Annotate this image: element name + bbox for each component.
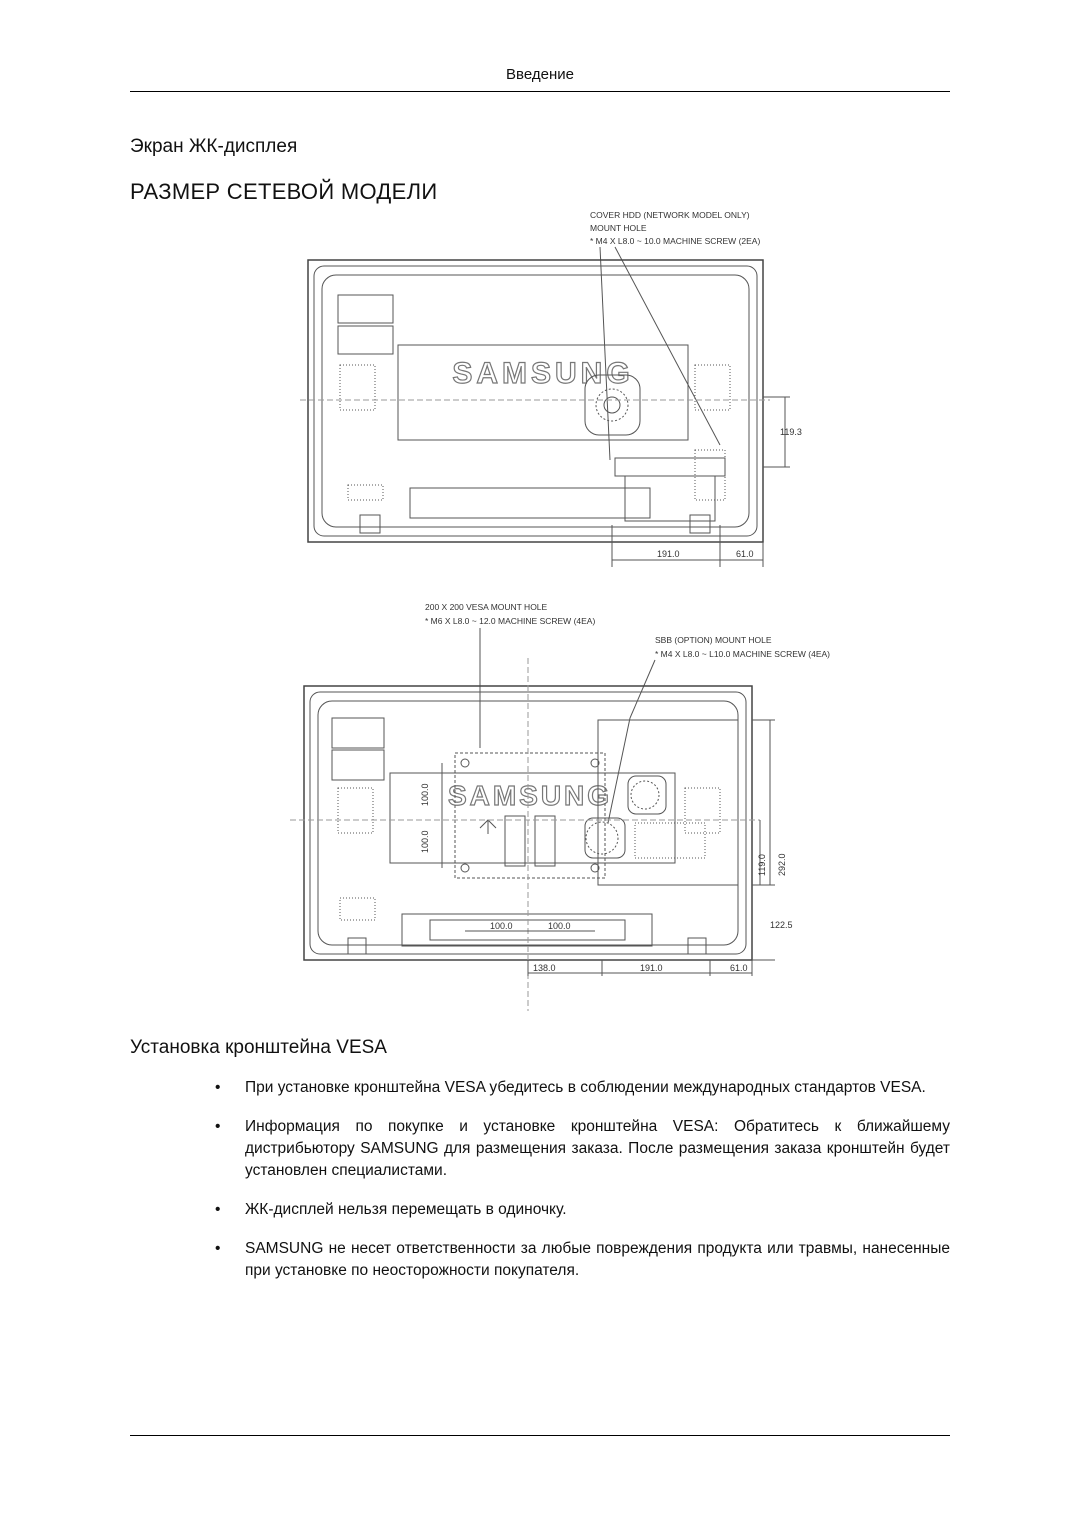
dim-vesa-lower: 100.0 — [420, 830, 430, 853]
page-title: РАЗМЕР СЕТЕВОЙ МОДЕЛИ — [130, 179, 438, 204]
list-item-text: SAMSUNG не несет ответственности за любы… — [245, 1240, 950, 1279]
callout-cover-hdd: COVER HDD (NETWORK MODEL ONLY) — [590, 210, 750, 220]
section-title-vesa: Установка кронштейна VESA — [130, 1037, 387, 1058]
dim-bottom-1: 138.0 — [533, 963, 556, 973]
dim-right-large: 292.0 — [777, 853, 787, 876]
list-item-text: ЖК-дисплей нельзя перемещать в одиночку. — [245, 1201, 567, 1218]
dim-vertical: 119.3 — [780, 427, 802, 437]
footer-divider — [130, 1435, 950, 1436]
samsung-logo: SAMSUNG — [448, 780, 612, 811]
section-header: Введение — [506, 66, 574, 83]
bullet-dot: • — [215, 1118, 221, 1135]
callout-vesa-mount: 200 X 200 VESA MOUNT HOLE — [425, 602, 548, 612]
callout-screw: * M4 X L8.0 ~ 10.0 MACHINE SCREW (2EA) — [590, 236, 760, 246]
dim-bottom-right: 61.0 — [736, 549, 754, 559]
list-item: • ЖК-дисплей нельзя перемещать в одиночк… — [215, 1199, 950, 1221]
dim-bottom-left: 191.0 — [657, 549, 680, 559]
dim-vesa-right: 100.0 — [548, 921, 571, 931]
dim-bottom-2: 191.0 — [640, 963, 663, 973]
samsung-logo: SAMSUNG — [452, 357, 633, 390]
bullet-dot: • — [215, 1240, 221, 1257]
header-divider — [130, 91, 950, 92]
subtitle: Экран ЖК-дисплея — [130, 136, 298, 157]
bullet-dot: • — [215, 1079, 221, 1096]
list-item-text: Информация по покупке и установке кроншт… — [245, 1118, 950, 1179]
dim-vesa-upper: 100.0 — [420, 783, 430, 806]
callout-mount-hole: MOUNT HOLE — [590, 223, 647, 233]
list-item: • Информация по покупке и установке крон… — [215, 1116, 950, 1182]
dim-vesa-left: 100.0 — [490, 921, 513, 931]
rear-view-diagram-vesa: 200 X 200 VESA MOUNT HOLE * M6 X L8.0 ~ … — [290, 602, 830, 1011]
callout-sbb-mount: SBB (OPTION) MOUNT HOLE — [655, 635, 772, 645]
list-item-text: При установке кронштейна VESA убедитесь … — [245, 1079, 926, 1096]
dim-right-bottom: 122.5 — [770, 920, 793, 930]
list-item: • При установке кронштейна VESA убедитес… — [215, 1077, 950, 1099]
dim-bottom-3: 61.0 — [730, 963, 748, 973]
bullet-dot: • — [215, 1201, 221, 1218]
callout-vesa-screw: * M6 X L8.0 ~ 12.0 MACHINE SCREW (4EA) — [425, 616, 595, 626]
callout-sbb-screw: * M4 X L8.0 ~ L10.0 MACHINE SCREW (4EA) — [655, 649, 830, 659]
rear-view-diagram-network-model: COVER HDD (NETWORK MODEL ONLY) MOUNT HOL… — [300, 210, 802, 567]
dim-right-small: 119.0 — [757, 854, 767, 876]
vesa-bullet-list: • При установке кронштейна VESA убедитес… — [215, 1077, 950, 1299]
list-item: • SAMSUNG не несет ответственности за лю… — [215, 1238, 950, 1282]
